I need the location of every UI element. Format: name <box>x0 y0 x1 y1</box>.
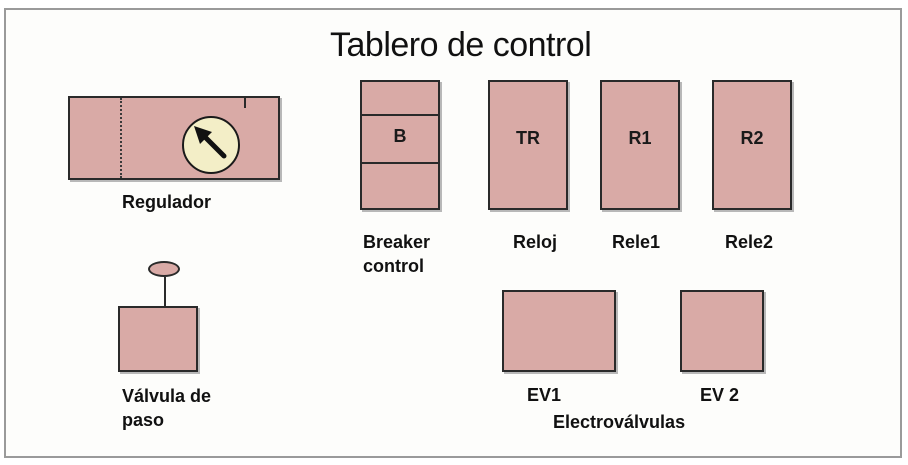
ev2-label: EV 2 <box>700 385 740 405</box>
valvula-box <box>118 306 198 372</box>
ev2-box <box>680 290 764 372</box>
breaker-divider-bottom <box>362 162 438 164</box>
rele2-box: R2 <box>712 80 792 210</box>
breaker-box: B <box>360 80 440 210</box>
diagram-title: Tablero de control <box>330 26 592 64</box>
rele1-box: R1 <box>600 80 680 210</box>
breaker-label-line2: control <box>363 256 424 276</box>
breaker-divider-top <box>362 114 438 116</box>
valvula-stem <box>164 277 166 307</box>
regulador-divider <box>120 98 122 178</box>
ev1-box <box>502 290 616 372</box>
valvula-label-line2: paso <box>122 410 165 430</box>
valvula-label-line1: Válvula de <box>122 386 212 406</box>
reloj-box-text: TR <box>516 128 540 148</box>
valvula-label: Válvula de paso <box>122 384 211 432</box>
rele2-label: Rele2 <box>725 232 774 252</box>
regulador-tick <box>244 98 246 108</box>
rele2-box-text: R2 <box>740 128 764 148</box>
gauge-icon <box>182 116 240 174</box>
rele1-label: Rele1 <box>612 232 661 252</box>
regulador-label: Regulador <box>122 192 212 212</box>
ev1-label: EV1 <box>527 385 562 405</box>
rele1-box-text: R1 <box>628 128 652 148</box>
regulador-box <box>68 96 280 180</box>
breaker-box-text: B <box>393 126 407 146</box>
breaker-label: Breaker control <box>363 230 430 278</box>
breaker-label-line1: Breaker <box>363 232 431 252</box>
reloj-label: Reloj <box>513 232 558 252</box>
valvula-handle <box>148 261 180 277</box>
electrovalvulas-label: Electroválvulas <box>553 412 686 432</box>
reloj-box: TR <box>488 80 568 210</box>
